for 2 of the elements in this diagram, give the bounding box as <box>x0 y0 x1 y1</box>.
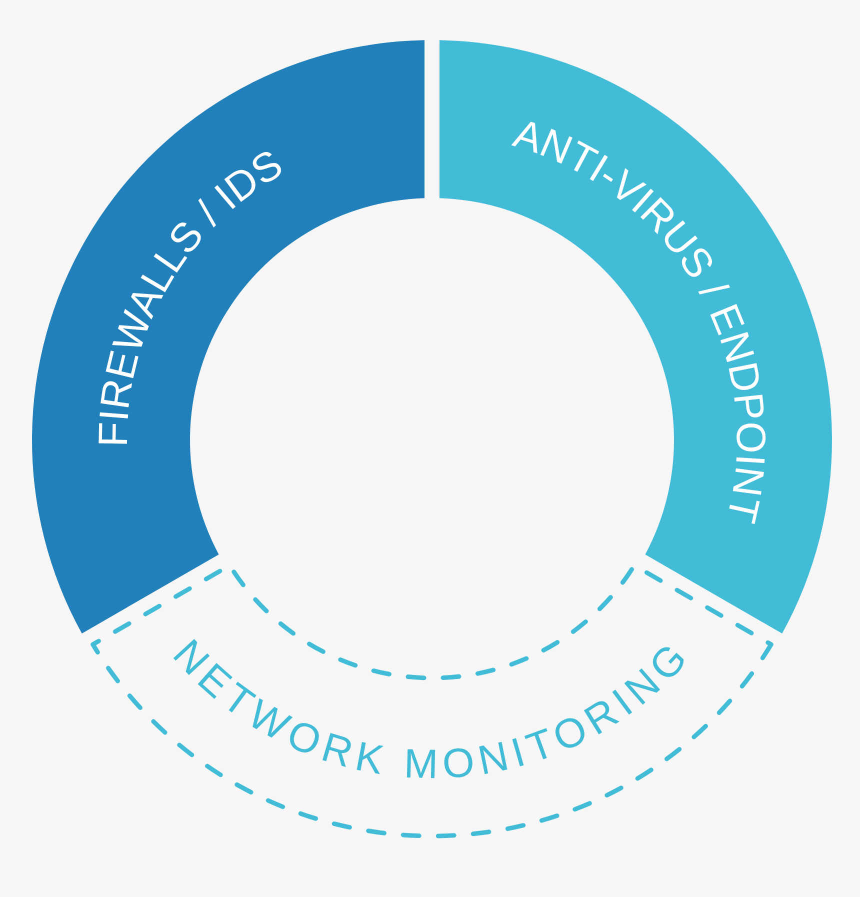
ring-segment <box>440 40 832 634</box>
ring-segment <box>32 40 424 634</box>
